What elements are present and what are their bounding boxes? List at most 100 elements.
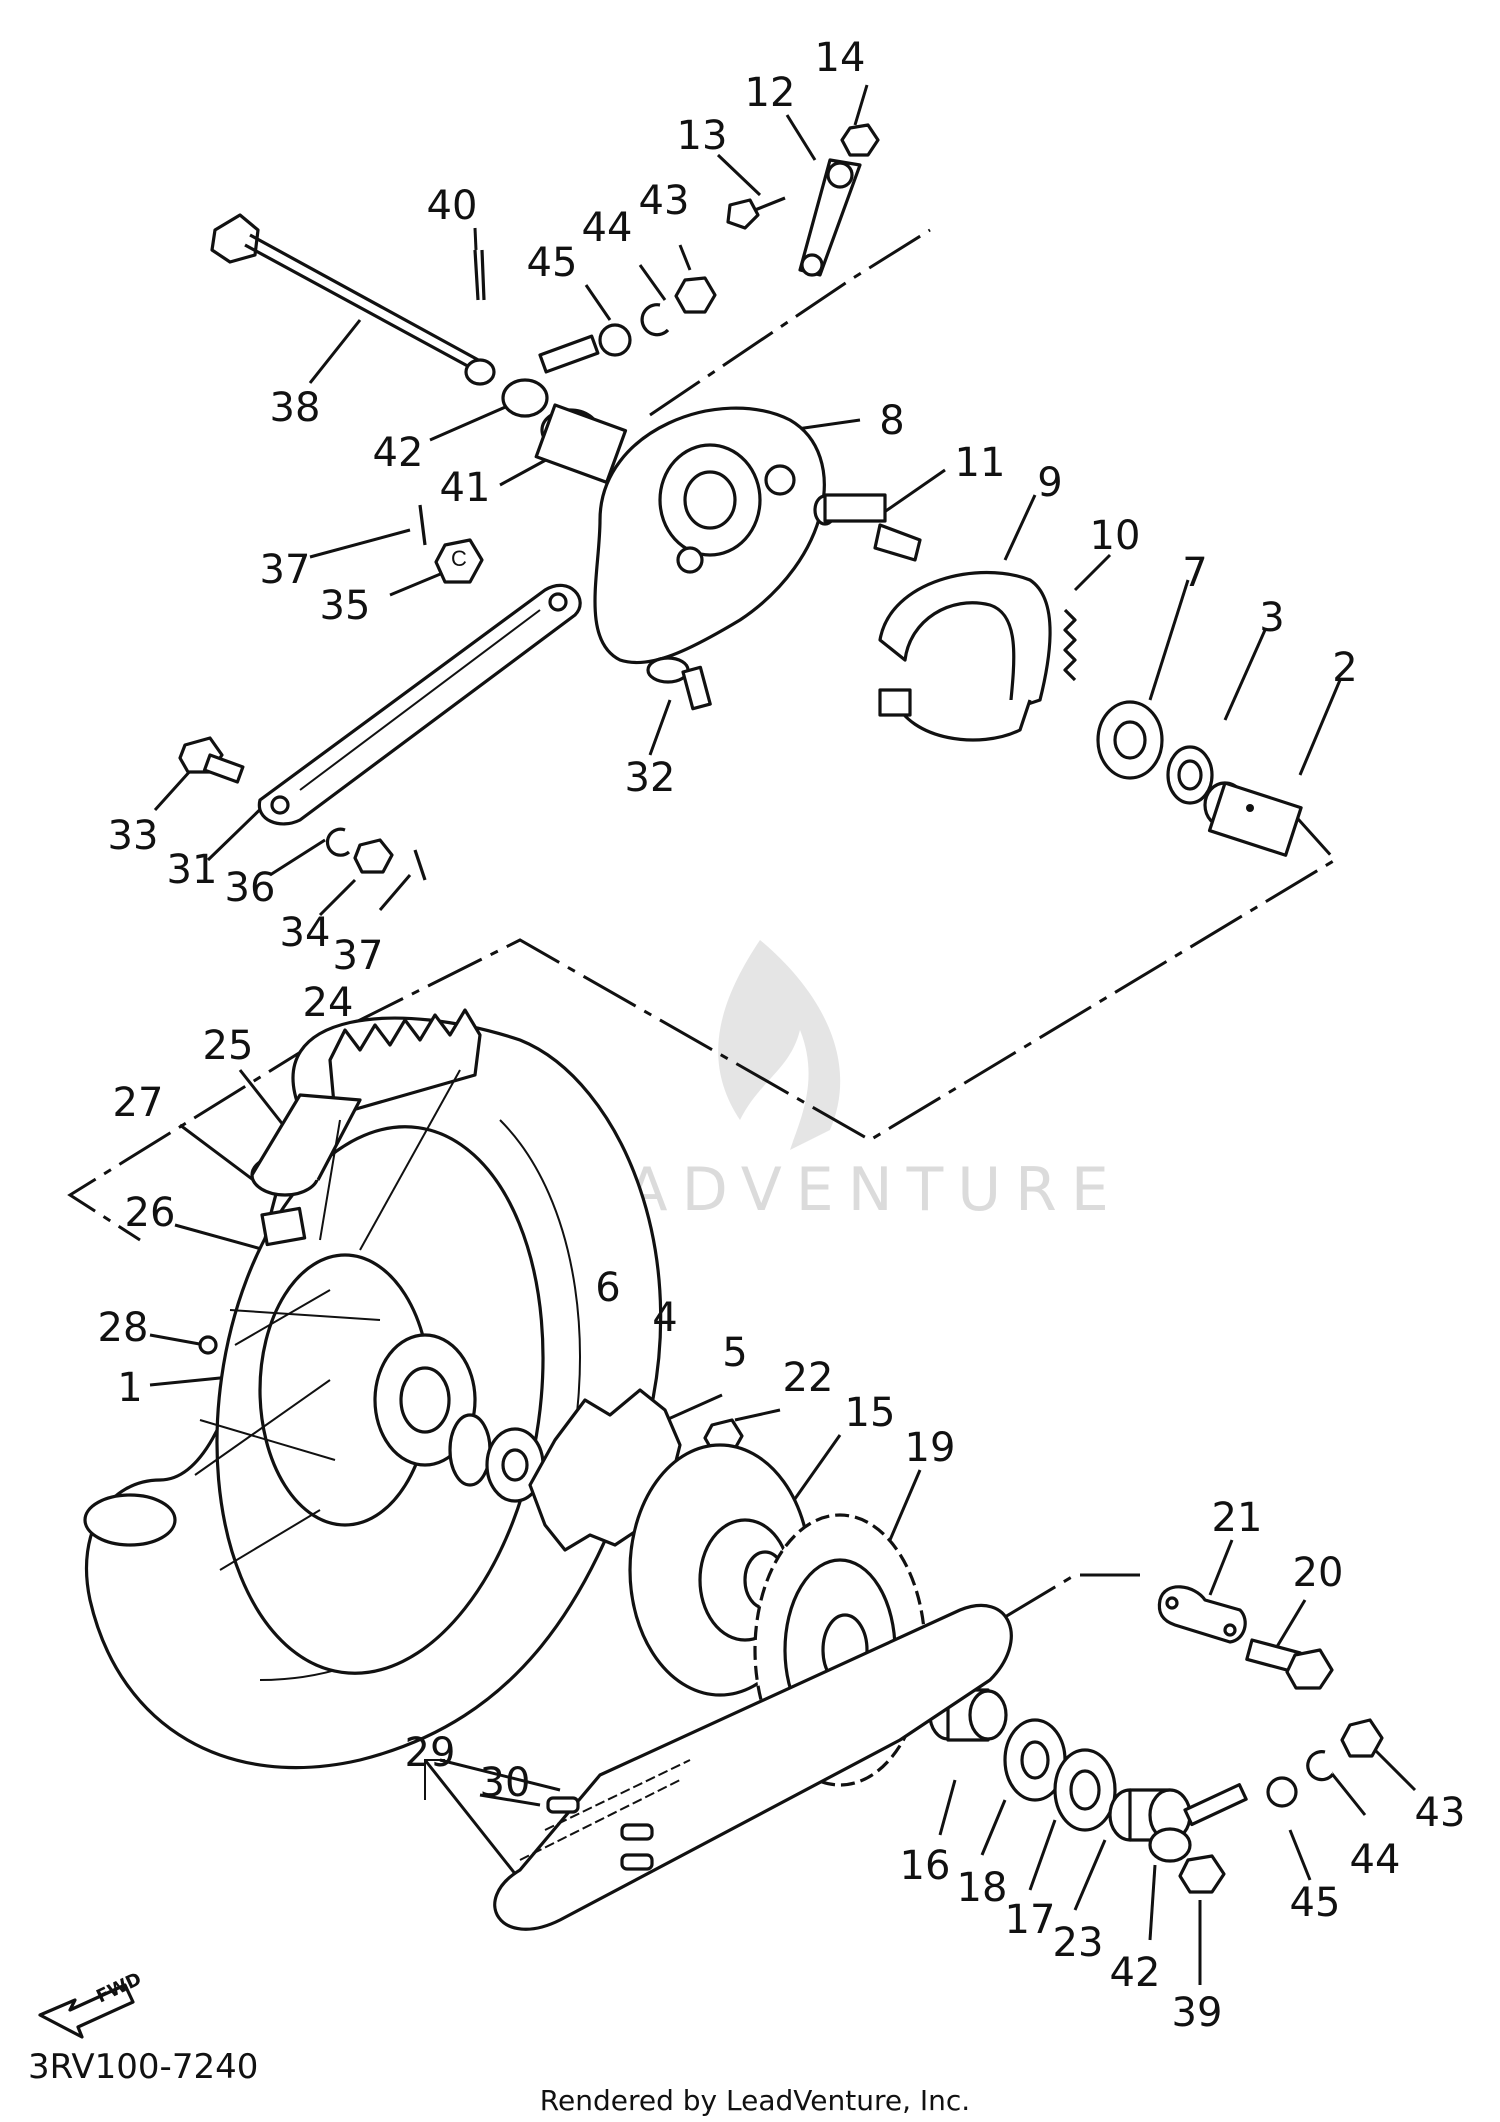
- callout-43-top: 43: [639, 178, 690, 224]
- lever-12: [798, 158, 862, 277]
- callout-20: 20: [1293, 1550, 1344, 1596]
- callout-21: 21: [1212, 1495, 1263, 1541]
- callout-40: 40: [427, 183, 478, 229]
- callout-3: 3: [1259, 595, 1284, 641]
- washer-36: [325, 827, 351, 857]
- bolt-13: [726, 196, 786, 230]
- callout-12: 12: [745, 70, 796, 116]
- oil-seal-17: [1053, 1748, 1117, 1832]
- oring-6: [448, 1413, 492, 1487]
- callout-11: 11: [955, 440, 1006, 486]
- rim-band-24: [328, 1008, 482, 1117]
- callout-9: 9: [1037, 460, 1062, 506]
- callout-13: 13: [677, 113, 728, 159]
- master-link-30: [546, 1796, 654, 1871]
- callout-25: 25: [203, 1023, 254, 1069]
- callout-7: 7: [1182, 550, 1207, 596]
- callout-28: 28: [98, 1305, 149, 1351]
- callout-30: 30: [480, 1760, 531, 1806]
- callout-44-bottom: 44: [1350, 1837, 1401, 1883]
- chain-29: [493, 1603, 1013, 1931]
- callout-27: 27: [113, 1080, 164, 1126]
- callout-34: 34: [280, 910, 331, 956]
- callout-8: 8: [879, 398, 904, 444]
- washer-45: [598, 323, 632, 357]
- callout-6: 6: [595, 1265, 620, 1311]
- callout-5: 5: [722, 1330, 747, 1376]
- callout-15: 15: [845, 1390, 896, 1436]
- callout-39: 39: [1172, 1990, 1223, 2036]
- callout-29: 29: [405, 1730, 456, 1776]
- nut-35: C: [434, 538, 484, 584]
- lockwasher-44: [640, 303, 670, 337]
- nut-39: [1178, 1854, 1226, 1894]
- upper-assembly: C: [178, 123, 1303, 881]
- callout-38: 38: [270, 385, 321, 431]
- cotter-37: [418, 504, 427, 546]
- spring-10: [1063, 608, 1077, 682]
- bearing-18: [1003, 1718, 1067, 1802]
- washer-45b: [1266, 1776, 1298, 1808]
- lower-right-assembly: [928, 1585, 1384, 1894]
- cotter-37b: [413, 849, 427, 881]
- callout-43-bottom: 43: [1415, 1790, 1466, 1836]
- callout-23: 23: [1053, 1920, 1104, 1966]
- callout-45-bottom: 45: [1290, 1880, 1341, 1926]
- nut-43: [674, 276, 717, 314]
- collar-41: [534, 403, 628, 484]
- axle-38: [210, 213, 496, 386]
- callout-32: 32: [625, 755, 676, 801]
- callout-45-top: 45: [527, 240, 578, 286]
- bolt-32: [646, 656, 712, 711]
- callout-35: 35: [320, 583, 371, 629]
- callout-24: 24: [303, 980, 354, 1026]
- callout-19: 19: [905, 1425, 956, 1471]
- callout-41: 41: [440, 465, 491, 511]
- callout-42-top: 42: [373, 430, 424, 476]
- collar-2: [1203, 781, 1303, 857]
- footer-credit: Rendered by LeadVenture, Inc.: [540, 2084, 970, 2117]
- nut-34: [353, 838, 394, 874]
- callout-31: 31: [167, 847, 218, 893]
- callout-37-top: 37: [260, 547, 311, 593]
- diagram-code: 3RV100-7240: [28, 2047, 258, 2087]
- callout-44-top: 44: [582, 205, 633, 251]
- oil-seal-3: [1166, 745, 1214, 805]
- callout-22: 22: [783, 1355, 834, 1401]
- fwd-arrow-icon: FWD: [38, 1969, 145, 2039]
- callout-37-bottom: 37: [333, 933, 384, 979]
- callout-26: 26: [125, 1190, 176, 1236]
- collar-16: [928, 1688, 1008, 1742]
- callout-1: 1: [117, 1365, 142, 1411]
- nut-14: [840, 123, 880, 157]
- callout-36: 36: [225, 865, 276, 911]
- callout-labels: 14 12 13 40 44 43 45 38 42 8 41 11 9 10 …: [98, 35, 1466, 2036]
- callout-4: 4: [652, 1295, 677, 1341]
- tension-bar-31: [257, 583, 582, 826]
- callout-33: 33: [108, 813, 159, 859]
- callout-10: 10: [1090, 513, 1141, 559]
- callout-17: 17: [1005, 1897, 1056, 1943]
- bearing-7: [1096, 700, 1164, 780]
- hub-1: [258, 1253, 477, 1527]
- camshaft-11: [813, 493, 922, 562]
- tube-27-26: [250, 1093, 362, 1247]
- callout-18: 18: [957, 1865, 1008, 1911]
- spokes: [194, 1069, 461, 1571]
- callout-16: 16: [900, 1843, 951, 1889]
- bolt-plate-42: [501, 334, 600, 418]
- callout-14: 14: [815, 35, 866, 81]
- bolt-20: [1245, 1638, 1334, 1690]
- svg-text:C: C: [451, 546, 467, 571]
- brake-shoes-9: [878, 570, 1052, 742]
- bolt-plate-42b: [1148, 1783, 1248, 1863]
- nipple-28: [198, 1335, 218, 1355]
- nut-43b: [1340, 1718, 1384, 1758]
- wheel-assembly: [83, 1008, 927, 1787]
- cotter-pin-40: [473, 249, 486, 301]
- bolt-33: [178, 736, 245, 784]
- brake-panel-8: [593, 406, 826, 665]
- callout-42-bottom: 42: [1110, 1950, 1161, 1996]
- plate-21: [1157, 1585, 1247, 1644]
